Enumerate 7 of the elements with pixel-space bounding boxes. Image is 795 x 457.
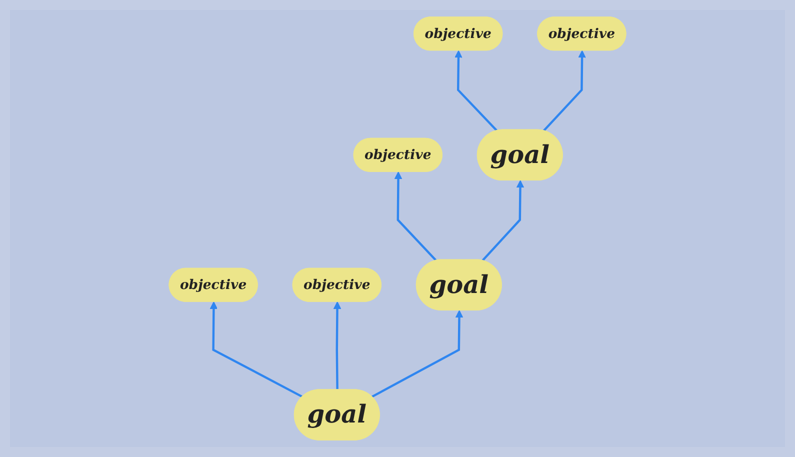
arrow <box>210 302 304 398</box>
arrow <box>371 310 464 398</box>
arrow <box>482 180 524 262</box>
arrow <box>542 50 586 132</box>
arrow <box>394 172 438 262</box>
arrow <box>333 302 342 390</box>
arrow <box>454 50 498 132</box>
